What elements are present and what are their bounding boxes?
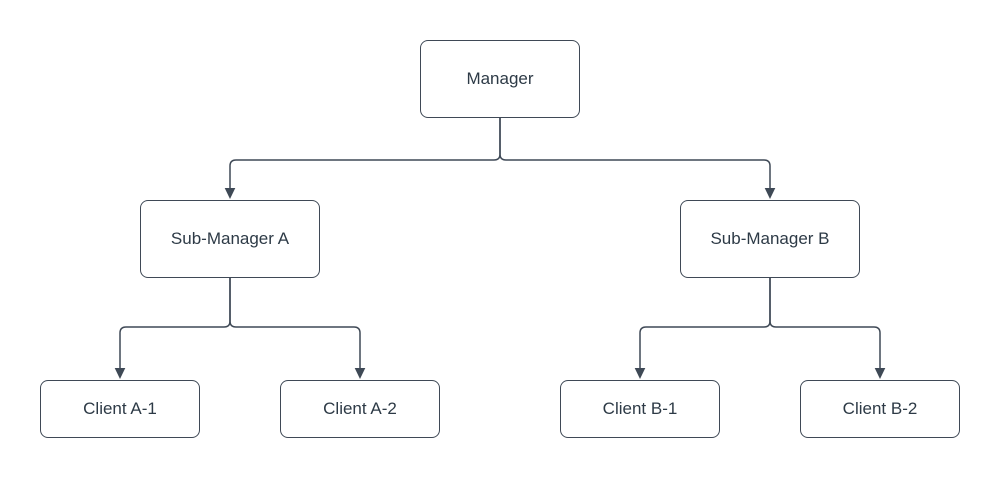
node-label: Sub-Manager B: [710, 228, 830, 248]
connector-line: [499, 118, 771, 190]
node-label: Client A-2: [323, 398, 397, 418]
node-client-a-2: Client A-2: [280, 380, 440, 438]
node-client-a-1: Client A-1: [40, 380, 200, 438]
node-label: Client A-1: [83, 398, 157, 418]
node-label: Sub-Manager A: [170, 228, 290, 248]
arrowhead-icon: [224, 188, 236, 199]
node-manager: Manager: [420, 40, 580, 118]
connector-line: [229, 278, 361, 370]
node-label: Manager: [466, 68, 534, 88]
edge-sub-manager-a-to-client-a-2: [229, 278, 366, 379]
arrowhead-icon: [874, 368, 886, 379]
edge-sub-manager-a-to-client-a-1: [114, 278, 231, 379]
node-client-b-2: Client B-2: [800, 380, 960, 438]
connector-line: [769, 278, 881, 370]
edge-sub-manager-b-to-client-b-2: [769, 278, 886, 379]
node-sub-manager-b: Sub-Manager B: [680, 200, 860, 278]
edge-sub-manager-b-to-client-b-1: [634, 278, 771, 379]
connector-line: [639, 278, 771, 370]
node-label: Client B-2: [842, 398, 918, 418]
node-sub-manager-a: Sub-Manager A: [140, 200, 320, 278]
edge-manager-to-sub-manager-a: [224, 118, 501, 199]
edge-manager-to-sub-manager-b: [499, 118, 776, 199]
arrowhead-icon: [764, 188, 776, 199]
connector-line: [229, 118, 501, 190]
connector-line: [119, 278, 231, 370]
node-label: Client B-1: [602, 398, 678, 418]
arrowhead-icon: [114, 368, 126, 379]
arrowhead-icon: [634, 368, 646, 379]
arrowhead-icon: [354, 368, 366, 379]
node-client-b-1: Client B-1: [560, 380, 720, 438]
